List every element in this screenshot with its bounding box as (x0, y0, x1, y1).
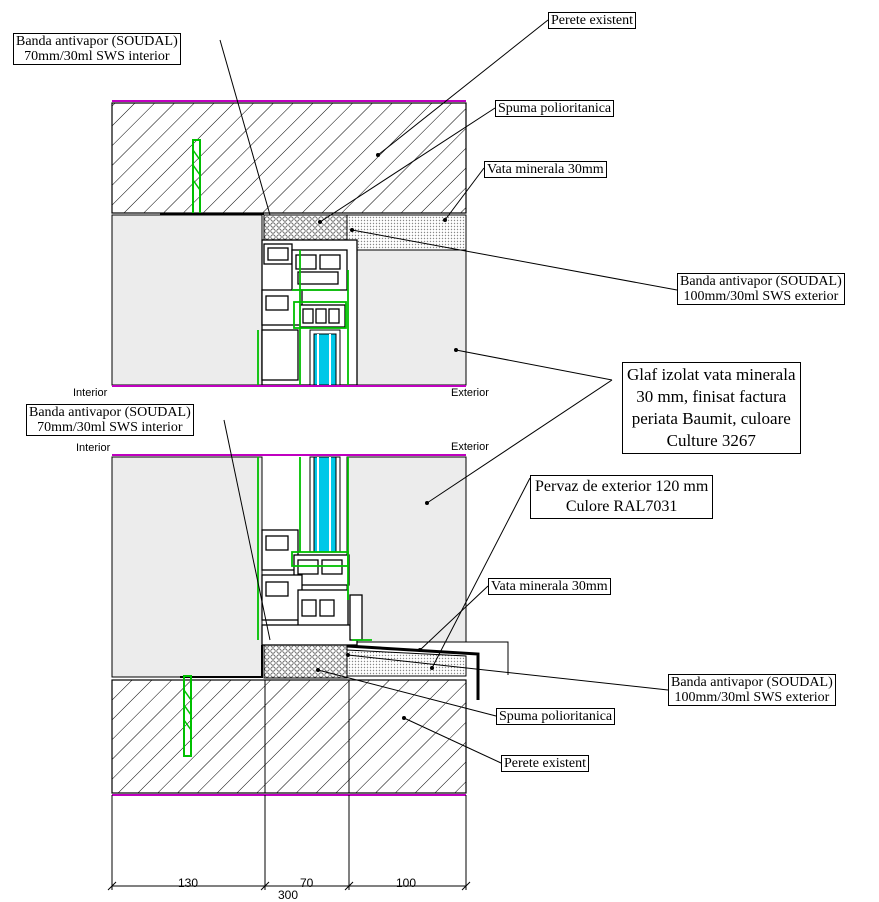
green-seals-top (257, 250, 349, 385)
interior-reveal-top (111, 214, 263, 386)
existing-wall-bottom (111, 679, 467, 794)
side-interior-top: Interior (73, 387, 108, 399)
dim-100: 100 (396, 876, 417, 890)
anchor-bottom (183, 675, 192, 757)
label-banda-interior-top: Banda antivapor (SOUDAL)70mm/30ml SWS in… (13, 33, 181, 65)
label-banda-exterior-bottom: Banda antivapor (SOUDAL)100mm/30ml SWS e… (668, 674, 836, 706)
label-perete-existent-top: Perete existent (548, 12, 637, 29)
side-exterior-bottom: Exterior (451, 441, 489, 453)
label-perete-existent-bottom: Perete existent (501, 755, 590, 772)
label-spuma-bottom: Spuma polioritanica (496, 708, 616, 725)
green-seals-bottom (257, 457, 372, 641)
mineral-wool-bottom (346, 649, 467, 677)
dim-total-300: 300 (278, 888, 299, 902)
side-interior-bottom: Interior (76, 442, 111, 454)
window-frame-bottom (261, 529, 363, 646)
dimension-lines (107, 795, 471, 891)
interior-reveal-bottom (111, 456, 263, 678)
exterior-reveal-top (346, 249, 467, 386)
label-banda-exterior-top: Banda antivapor (SOUDAL)100mm/30ml SWS e… (677, 273, 845, 305)
label-banda-interior-bottom: Banda antivapor (SOUDAL)70mm/30ml SWS in… (26, 404, 194, 436)
label-spuma-top: Spuma polioritanica (495, 100, 615, 117)
glass-top (309, 329, 341, 386)
glass-bottom (309, 456, 341, 553)
label-vata-top: Vata minerala 30mm (484, 161, 607, 178)
window-frame-top (261, 239, 358, 386)
existing-wall-top (111, 102, 467, 214)
leader-dots (316, 153, 458, 720)
side-exterior-top: Exterior (451, 387, 489, 399)
dim-70: 70 (300, 876, 314, 890)
leader-lines (219, 19, 678, 764)
label-vata-bottom: Vata minerala 30mm (488, 578, 611, 595)
dim-130: 130 (178, 876, 199, 890)
exterior-sill (346, 644, 480, 700)
foam-bottom (263, 644, 348, 679)
exterior-reveal-bottom (346, 456, 467, 643)
